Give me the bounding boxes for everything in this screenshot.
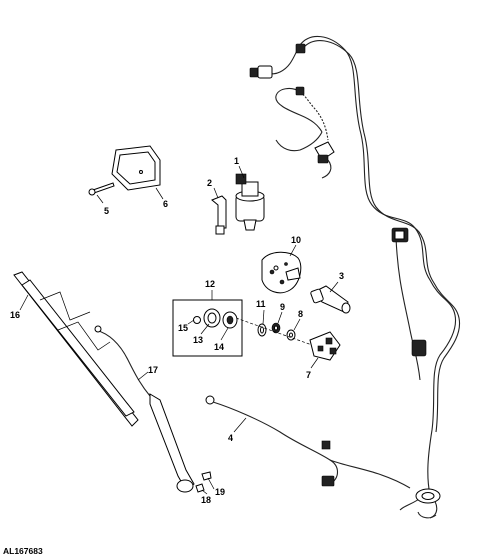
- callout-14: 14: [214, 342, 224, 352]
- part-9-washer: [271, 322, 281, 334]
- part-13-bushing: [203, 308, 221, 328]
- callout-1: 1: [234, 156, 239, 166]
- part-15-pin: [193, 316, 201, 324]
- part-16-wiper-blade: [13, 271, 139, 427]
- part-5-screw: [88, 182, 115, 196]
- part-11-seal: [257, 323, 267, 337]
- callout-12: 12: [205, 279, 215, 289]
- callout-19: 19: [215, 487, 225, 497]
- callout-8: 8: [298, 309, 303, 319]
- part-8-washer: [286, 329, 296, 341]
- figure-reference: AL167683: [3, 546, 43, 556]
- part-19-washer: [201, 471, 212, 481]
- part-6-bracket: [111, 145, 161, 191]
- callout-7: 7: [306, 370, 311, 380]
- callout-11: 11: [256, 299, 266, 309]
- leader-lines: [19, 165, 339, 495]
- callout-16: 16: [10, 310, 20, 320]
- callout-10: 10: [291, 235, 301, 245]
- callout-15: 15: [178, 323, 188, 333]
- callout-4: 4: [228, 433, 233, 443]
- part-3-fitting: [310, 285, 351, 314]
- part-1-washer-pump: [235, 173, 265, 231]
- callout-3: 3: [339, 271, 344, 281]
- callout-5: 5: [104, 206, 109, 216]
- callout-18: 18: [201, 495, 211, 505]
- part-2-hose-elbow: [211, 195, 227, 235]
- part-14-bushing: [222, 311, 238, 329]
- callout-17: 17: [148, 365, 158, 375]
- part-4-harness-lead: [205, 395, 411, 489]
- callout-13: 13: [193, 335, 203, 345]
- part-7-switch: [309, 331, 341, 361]
- callout-9: 9: [280, 302, 285, 312]
- part-12-kit-box: [172, 299, 243, 357]
- part-17-wiper-arm: [94, 325, 195, 493]
- callout-2: 2: [207, 178, 212, 188]
- wiring-harness: [249, 36, 461, 519]
- part-10-cover-plate: [261, 251, 302, 294]
- harness-branch-lamp: [275, 86, 335, 179]
- callout-labels: 1 2 3 4 5 6 7 8 9 10 11 12 13 14 15 16 1…: [10, 156, 344, 505]
- callout-6: 6: [163, 199, 168, 209]
